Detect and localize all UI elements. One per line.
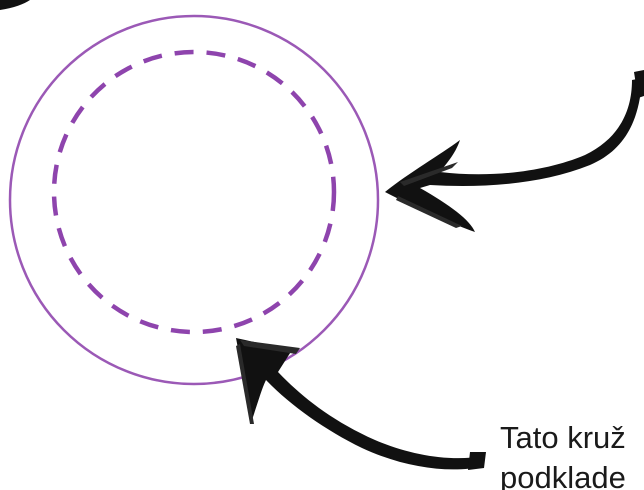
caption-text: Tato kruž podklade — [500, 418, 644, 490]
right-arrow-icon — [385, 70, 644, 232]
caption-line-2: podklade — [500, 458, 644, 490]
bottom-arrow-icon — [236, 338, 486, 470]
corner-brush-stroke — [0, 0, 30, 10]
caption-line-1: Tato kruž — [500, 418, 644, 458]
inner-dashed-circle — [54, 52, 334, 332]
outer-circle — [10, 16, 378, 384]
